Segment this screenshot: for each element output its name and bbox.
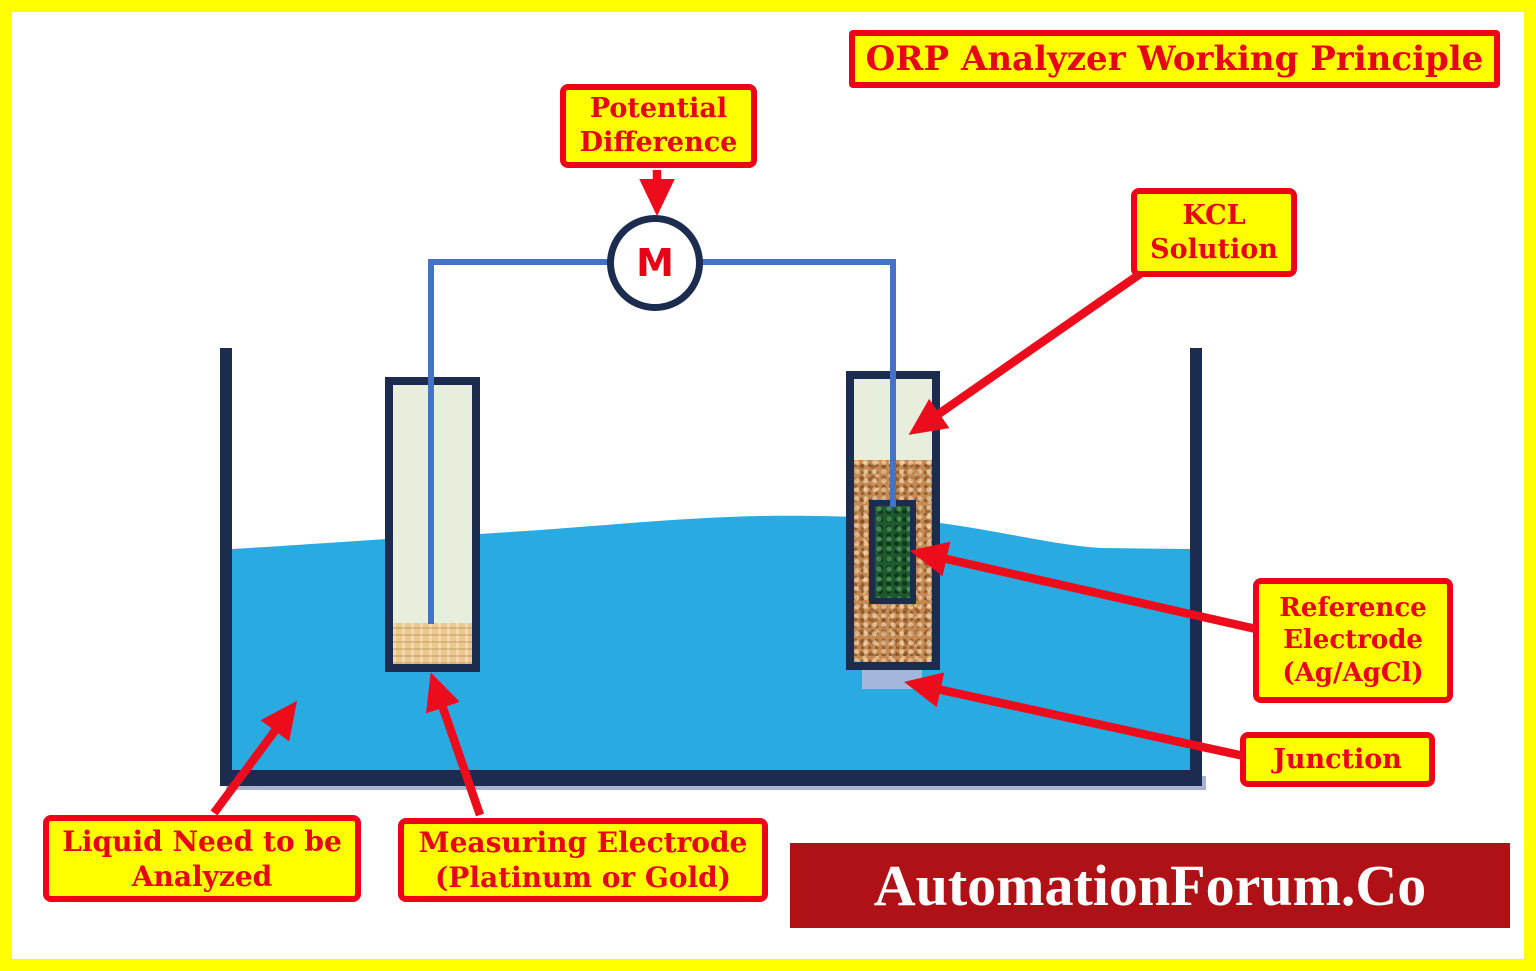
wire-left-horizontal xyxy=(428,259,610,265)
platinum-gold-electrode-tip xyxy=(393,623,472,664)
watermark-text: AutomationForum.Co xyxy=(873,853,1427,918)
ag-agcl-reference-electrode xyxy=(869,500,916,604)
potential-difference-label: Potential Difference xyxy=(579,93,738,158)
kcl-solution-label: KCL Solution xyxy=(1150,199,1278,265)
wire-right-horizontal xyxy=(700,259,896,265)
measuring-electrode-label: Measuring Electrode (Platinum or Gold) xyxy=(418,826,748,894)
liquid-label: Liquid Need to be Analyzed xyxy=(62,824,342,893)
callout-liquid-to-analyze: Liquid Need to be Analyzed xyxy=(43,815,361,902)
callout-junction: Junction xyxy=(1240,732,1435,787)
callout-reference-electrode: Reference Electrode (Ag/AgCl) xyxy=(1253,578,1453,703)
title-text: ORP Analyzer Working Principle xyxy=(865,38,1484,79)
callout-kcl-solution: KCL Solution xyxy=(1131,188,1297,277)
liquid-surface-shape xyxy=(232,515,1190,770)
page-title: ORP Analyzer Working Principle xyxy=(849,30,1500,88)
tank-left-wall xyxy=(220,348,232,786)
tank-right-wall xyxy=(1190,348,1202,786)
wire-right-vertical xyxy=(890,262,896,507)
callout-measuring-electrode: Measuring Electrode (Platinum or Gold) xyxy=(398,818,768,902)
wire-left-vertical xyxy=(428,262,434,624)
junction-label: Junction xyxy=(1273,743,1402,775)
junction-plug xyxy=(862,670,922,689)
callout-potential-difference: Potential Difference xyxy=(560,84,757,168)
meter-label: M xyxy=(636,241,674,285)
tank-bottom xyxy=(220,770,1202,786)
reference-electrode-label: Reference Electrode (Ag/AgCl) xyxy=(1279,592,1427,688)
potential-meter-icon: M xyxy=(607,215,703,311)
watermark-banner: AutomationForum.Co xyxy=(790,843,1510,928)
